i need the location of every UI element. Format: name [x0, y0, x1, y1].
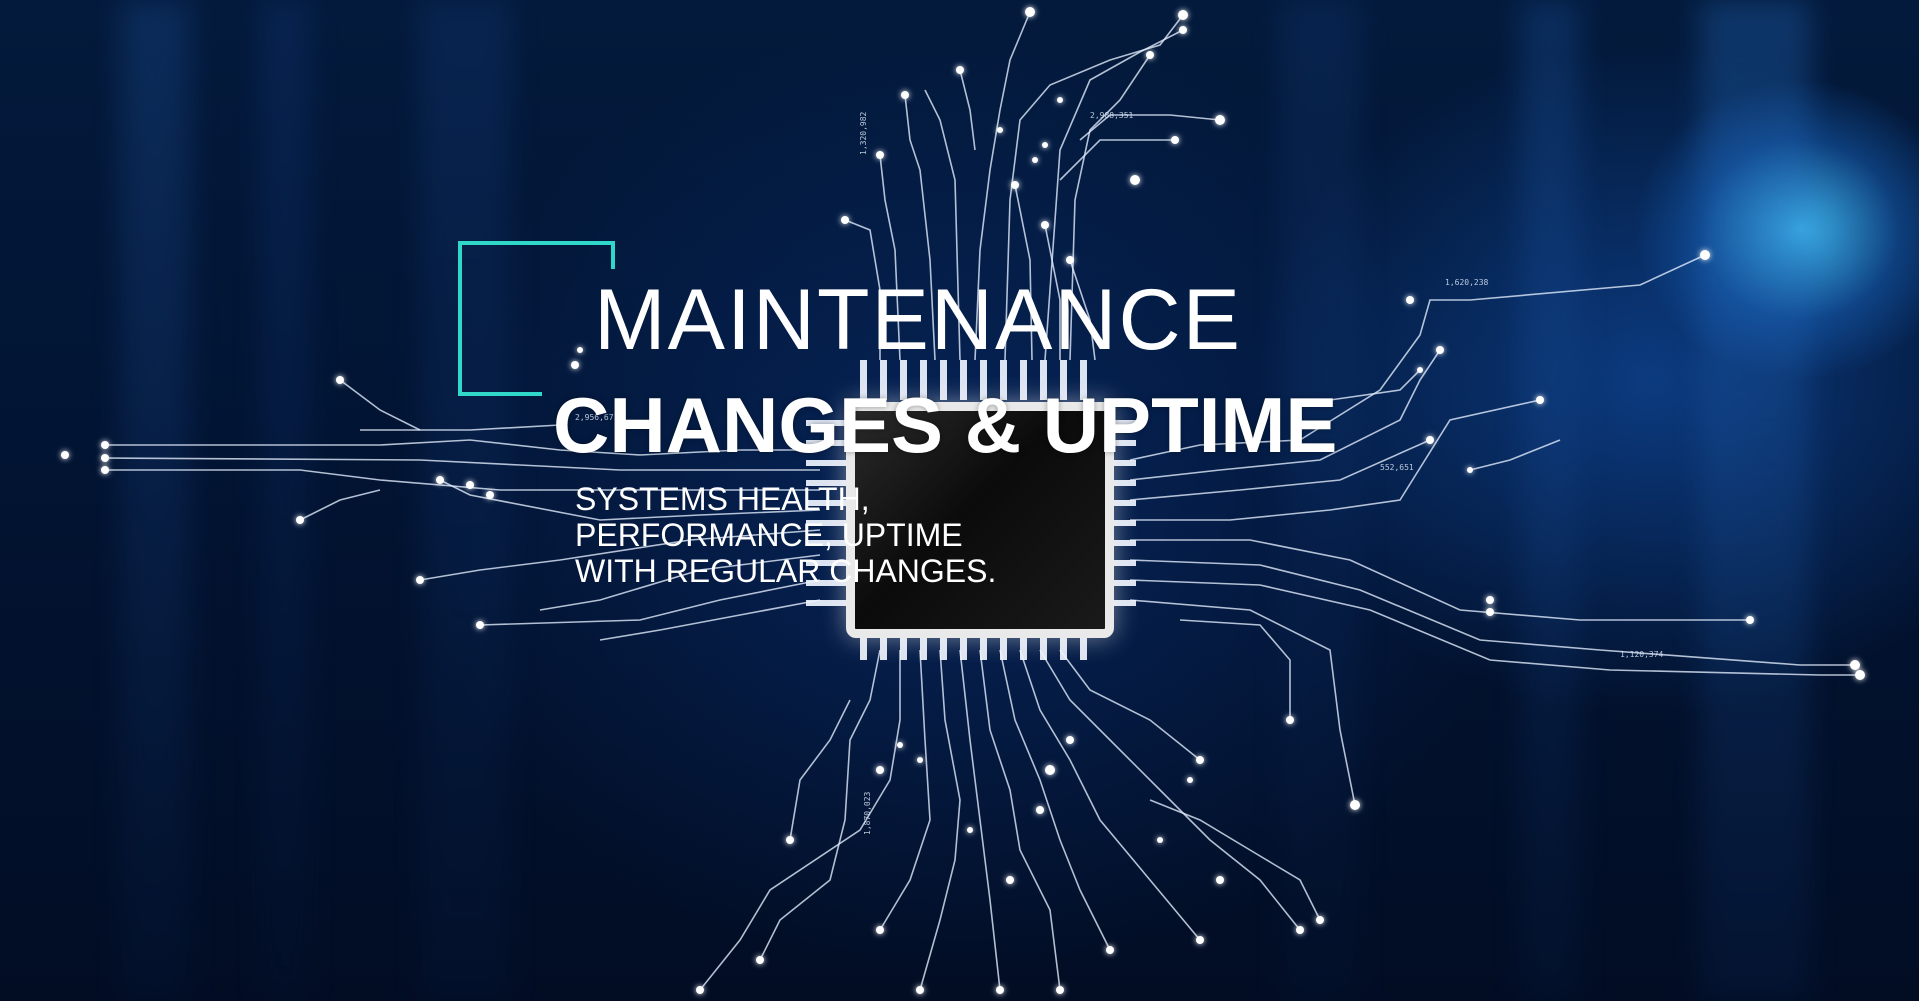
bokeh-column — [1280, 0, 1360, 1001]
hero-title: MAINTENANCE — [594, 272, 1242, 368]
tagline-line: PERFORMANCE, UPTIME — [575, 517, 963, 553]
tagline-line: WITH REGULAR CHANGES. — [575, 553, 997, 589]
trace-label: 1,620,238 — [1445, 278, 1489, 287]
trace-label: 552,651 — [1380, 463, 1414, 472]
trace-label: 1,870,023 — [863, 791, 872, 835]
corner-bracket-icon — [611, 241, 615, 269]
tagline-line: SYSTEMS HEALTH, — [575, 481, 870, 517]
microchip-icon — [846, 402, 1114, 638]
hero-tagline: SYSTEMS HEALTH, PERFORMANCE, UPTIME WITH… — [575, 481, 996, 589]
trace-label: 2,956,671 — [575, 413, 619, 422]
bokeh-column — [1520, 0, 1580, 1001]
hero-subtitle: CHANGES & UPTIME — [553, 381, 1338, 469]
trace-label: 2,988,351 — [1090, 111, 1134, 120]
corner-bracket-icon — [458, 241, 614, 396]
trace-label: 1,120,374 — [1620, 650, 1664, 659]
bokeh-column — [260, 0, 310, 1001]
bokeh-column — [120, 0, 190, 1001]
trace-label: 1,320,982 — [859, 111, 868, 155]
bokeh-column — [1700, 0, 1810, 1001]
corner-bracket-icon — [458, 392, 542, 396]
